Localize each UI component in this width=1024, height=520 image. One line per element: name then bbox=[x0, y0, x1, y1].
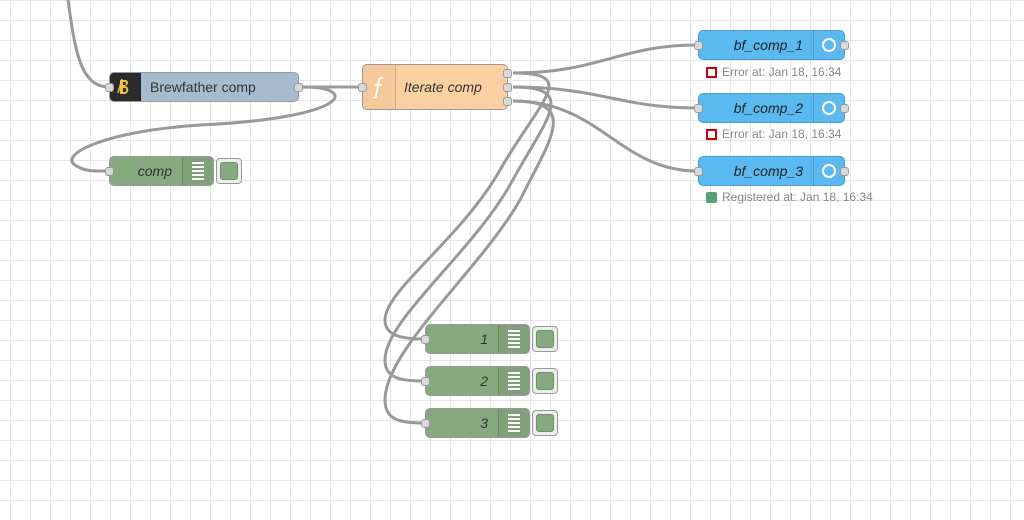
wire-iterate-debug2[interactable] bbox=[383, 85, 553, 383]
debug-3-input-port[interactable] bbox=[421, 419, 430, 428]
iterate-node-label: Iterate comp bbox=[404, 79, 482, 95]
bf-comp-1-status-text: Error at: Jan 18, 16:34 bbox=[722, 65, 842, 79]
iterate-output-port-1[interactable] bbox=[503, 69, 512, 78]
bf-comp-2-status: Error at: Jan 18, 16:34 bbox=[706, 127, 841, 141]
debug-node-1[interactable]: 1 bbox=[421, 324, 558, 354]
bf-comp-3-status: Registered at: Jan 18, 16:34 bbox=[706, 190, 873, 204]
brewfather-comp-node[interactable]: Brewfather comp bbox=[105, 72, 303, 102]
debug-1-input-port[interactable] bbox=[421, 335, 430, 344]
bf-comp-3-status-text: Registered at: Jan 18, 16:34 bbox=[722, 190, 873, 204]
debug-3-label: 3 bbox=[480, 415, 488, 431]
brewfather-node-label: Brewfather comp bbox=[150, 79, 256, 95]
brewfather-output-port[interactable] bbox=[294, 83, 303, 92]
bf-comp-1-label: bf_comp_1 bbox=[733, 37, 803, 53]
circle-icon bbox=[813, 157, 844, 185]
circle-icon bbox=[813, 94, 844, 122]
debug-list-icon bbox=[498, 325, 529, 353]
debug-node-comp[interactable]: comp bbox=[105, 156, 242, 186]
bf-comp-3-label: bf_comp_3 bbox=[733, 163, 803, 179]
bf-comp-1-output-port[interactable] bbox=[840, 41, 849, 50]
bf-comp-3-input-port[interactable] bbox=[694, 167, 703, 176]
debug-comp-label: comp bbox=[137, 163, 172, 179]
brewfather-input-port[interactable] bbox=[105, 83, 114, 92]
debug-1-label: 1 bbox=[480, 331, 488, 347]
bf-comp-2-status-text: Error at: Jan 18, 16:34 bbox=[722, 127, 842, 141]
iterate-comp-node[interactable]: Iterate comp bbox=[358, 64, 512, 110]
circle-icon bbox=[813, 31, 844, 59]
function-icon bbox=[363, 65, 396, 109]
iterate-output-port-2[interactable] bbox=[503, 83, 512, 92]
wire-iterate-debug3[interactable] bbox=[383, 99, 555, 425]
error-status-icon bbox=[706, 128, 717, 140]
wire-brewfather-comp[interactable] bbox=[70, 85, 337, 173]
bf-comp-1-status: Error at: Jan 18, 16:34 bbox=[706, 65, 841, 79]
bf-comp-1-input-port[interactable] bbox=[694, 41, 703, 50]
bf-comp-2-input-port[interactable] bbox=[694, 104, 703, 113]
debug-1-toggle-button[interactable] bbox=[532, 326, 558, 352]
brewfather-icon bbox=[110, 73, 141, 101]
error-status-icon bbox=[706, 66, 717, 78]
debug-list-icon bbox=[182, 157, 213, 185]
debug-comp-input-port[interactable] bbox=[105, 167, 114, 176]
bf-comp-2-output-port[interactable] bbox=[840, 104, 849, 113]
debug-node-2[interactable]: 2 bbox=[421, 366, 558, 396]
wire-iterate-debug1[interactable] bbox=[383, 71, 551, 341]
bf-comp-2-label: bf_comp_2 bbox=[733, 100, 803, 116]
debug-3-toggle-button[interactable] bbox=[532, 410, 558, 436]
bf-comp-3-output-port[interactable] bbox=[840, 167, 849, 176]
iterate-input-port[interactable] bbox=[358, 83, 367, 92]
bf-comp-1-node[interactable]: bf_comp_1 bbox=[694, 30, 849, 60]
iterate-output-port-3[interactable] bbox=[503, 97, 512, 106]
wire-iterate-bf1[interactable] bbox=[512, 43, 698, 75]
ok-status-icon bbox=[706, 191, 717, 203]
bf-comp-2-node[interactable]: bf_comp_2 bbox=[694, 93, 849, 123]
wire-iterate-bf2[interactable] bbox=[512, 85, 698, 110]
debug-node-3[interactable]: 3 bbox=[421, 408, 558, 438]
debug-2-toggle-button[interactable] bbox=[532, 368, 558, 394]
debug-list-icon bbox=[498, 409, 529, 437]
debug-2-input-port[interactable] bbox=[421, 377, 430, 386]
wire-incoming-brewfather[interactable] bbox=[66, 0, 109, 89]
debug-2-label: 2 bbox=[480, 373, 488, 389]
debug-comp-toggle-button[interactable] bbox=[216, 158, 242, 184]
debug-list-icon bbox=[498, 367, 529, 395]
bf-comp-3-node[interactable]: bf_comp_3 bbox=[694, 156, 849, 186]
